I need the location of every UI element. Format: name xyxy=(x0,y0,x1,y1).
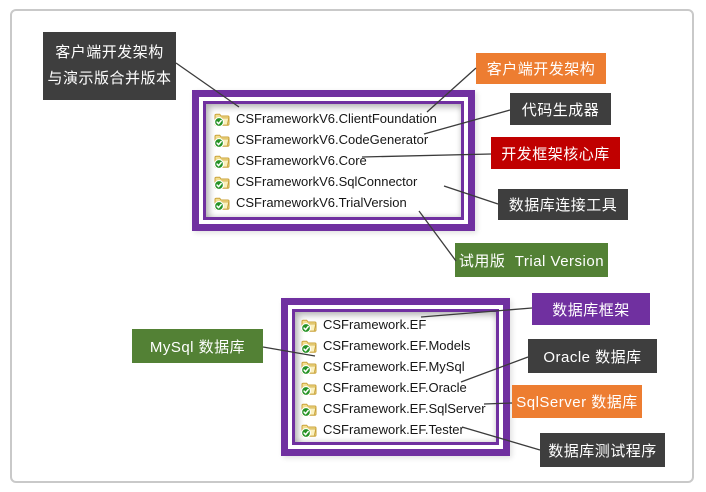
folder-with-green-check-icon xyxy=(214,196,230,211)
folder-with-green-check-icon xyxy=(301,360,317,375)
callout-mysql-db: MySql 数据库 xyxy=(132,329,263,363)
folder-with-green-check-icon xyxy=(214,154,230,169)
callout-code-generator: 代码生成器 xyxy=(510,93,611,125)
callout-sql-connector: 数据库连接工具 xyxy=(498,189,628,220)
project-item-label: CSFrameworkV6.TrialVersion xyxy=(236,195,407,210)
project-item: CSFramework.EF.SqlServer xyxy=(301,398,490,419)
project-list-client-inner: CSFrameworkV6.ClientFoundation CSFramewo… xyxy=(203,101,464,220)
project-item: CSFramework.EF.Oracle xyxy=(301,377,490,398)
folder-with-green-check-icon xyxy=(301,318,317,333)
callout-code-generator-label: 代码生成器 xyxy=(521,101,600,119)
project-item-label: CSFrameworkV6.SqlConnector xyxy=(236,174,418,189)
project-item: CSFramework.EF.Tester xyxy=(301,419,490,440)
callout-merged-version: 客户端开发架构 与演示版合并版本 xyxy=(43,32,176,100)
callout-core-library: 开发框架核心库 xyxy=(491,137,620,169)
project-item: CSFramework.EF xyxy=(301,314,490,335)
project-item-label: CSFramework.EF.Tester xyxy=(323,422,464,437)
folder-with-green-check-icon xyxy=(214,112,230,127)
project-item-label: CSFrameworkV6.ClientFoundation xyxy=(236,111,437,126)
callout-oracle-db-label: Oracle 数据库 xyxy=(543,348,642,366)
callout-core-library-label: 开发框架核心库 xyxy=(501,145,610,163)
callout-sqlserver-db: SqlServer 数据库 xyxy=(512,385,642,418)
project-item-label: CSFramework.EF.SqlServer xyxy=(323,401,486,416)
callout-merged-version-line2: 与演示版合并版本 xyxy=(47,70,172,87)
callout-trial-version-label: 试用版 Trial Version xyxy=(458,252,605,270)
callout-sql-connector-label: 数据库连接工具 xyxy=(508,197,618,214)
callout-client-foundation: 客户端开发架构 xyxy=(476,53,606,84)
project-item: CSFramework.EF.Models xyxy=(301,335,490,356)
project-item-label: CSFramework.EF xyxy=(323,317,427,332)
callout-ef-framework-label: 数据库框架 xyxy=(552,301,630,319)
folder-with-green-check-icon xyxy=(301,423,317,438)
project-item: CSFramework.EF.MySql xyxy=(301,356,490,377)
project-item: CSFrameworkV6.TrialVersion xyxy=(214,192,453,213)
project-list-ef-inner: CSFramework.EF CSFramework.EF.Models CSF… xyxy=(292,309,499,445)
project-item: CSFrameworkV6.Core xyxy=(214,150,453,171)
folder-with-green-check-icon xyxy=(301,402,317,417)
project-item-label: CSFramework.EF.Models xyxy=(323,338,471,353)
project-item: CSFrameworkV6.ClientFoundation xyxy=(214,108,453,129)
callout-oracle-db: Oracle 数据库 xyxy=(528,339,657,373)
callout-db-tester: 数据库测试程序 xyxy=(540,433,665,467)
folder-with-green-check-icon xyxy=(214,133,230,148)
folder-with-green-check-icon xyxy=(301,381,317,396)
callout-sqlserver-db-label: SqlServer 数据库 xyxy=(516,394,638,411)
project-item-label: CSFramework.EF.MySql xyxy=(323,359,465,374)
project-item: CSFrameworkV6.CodeGenerator xyxy=(214,129,453,150)
callout-ef-framework: 数据库框架 xyxy=(532,293,650,325)
project-list-client: CSFrameworkV6.ClientFoundation CSFramewo… xyxy=(192,90,475,231)
project-item: CSFrameworkV6.SqlConnector xyxy=(214,171,453,192)
callout-client-foundation-label: 客户端开发架构 xyxy=(486,61,596,78)
project-item-label: CSFramework.EF.Oracle xyxy=(323,380,467,395)
folder-with-green-check-icon xyxy=(214,175,230,190)
callout-mysql-db-label: MySql 数据库 xyxy=(149,338,246,356)
project-item-label: CSFrameworkV6.CodeGenerator xyxy=(236,132,429,147)
callout-merged-version-line1: 客户端开发架构 xyxy=(55,44,164,61)
folder-with-green-check-icon xyxy=(301,339,317,354)
project-item-label: CSFrameworkV6.Core xyxy=(236,153,367,168)
callout-db-tester-label: 数据库测试程序 xyxy=(548,442,657,460)
callout-trial-version: 试用版 Trial Version xyxy=(455,243,608,277)
project-list-ef: CSFramework.EF CSFramework.EF.Models CSF… xyxy=(281,298,510,456)
